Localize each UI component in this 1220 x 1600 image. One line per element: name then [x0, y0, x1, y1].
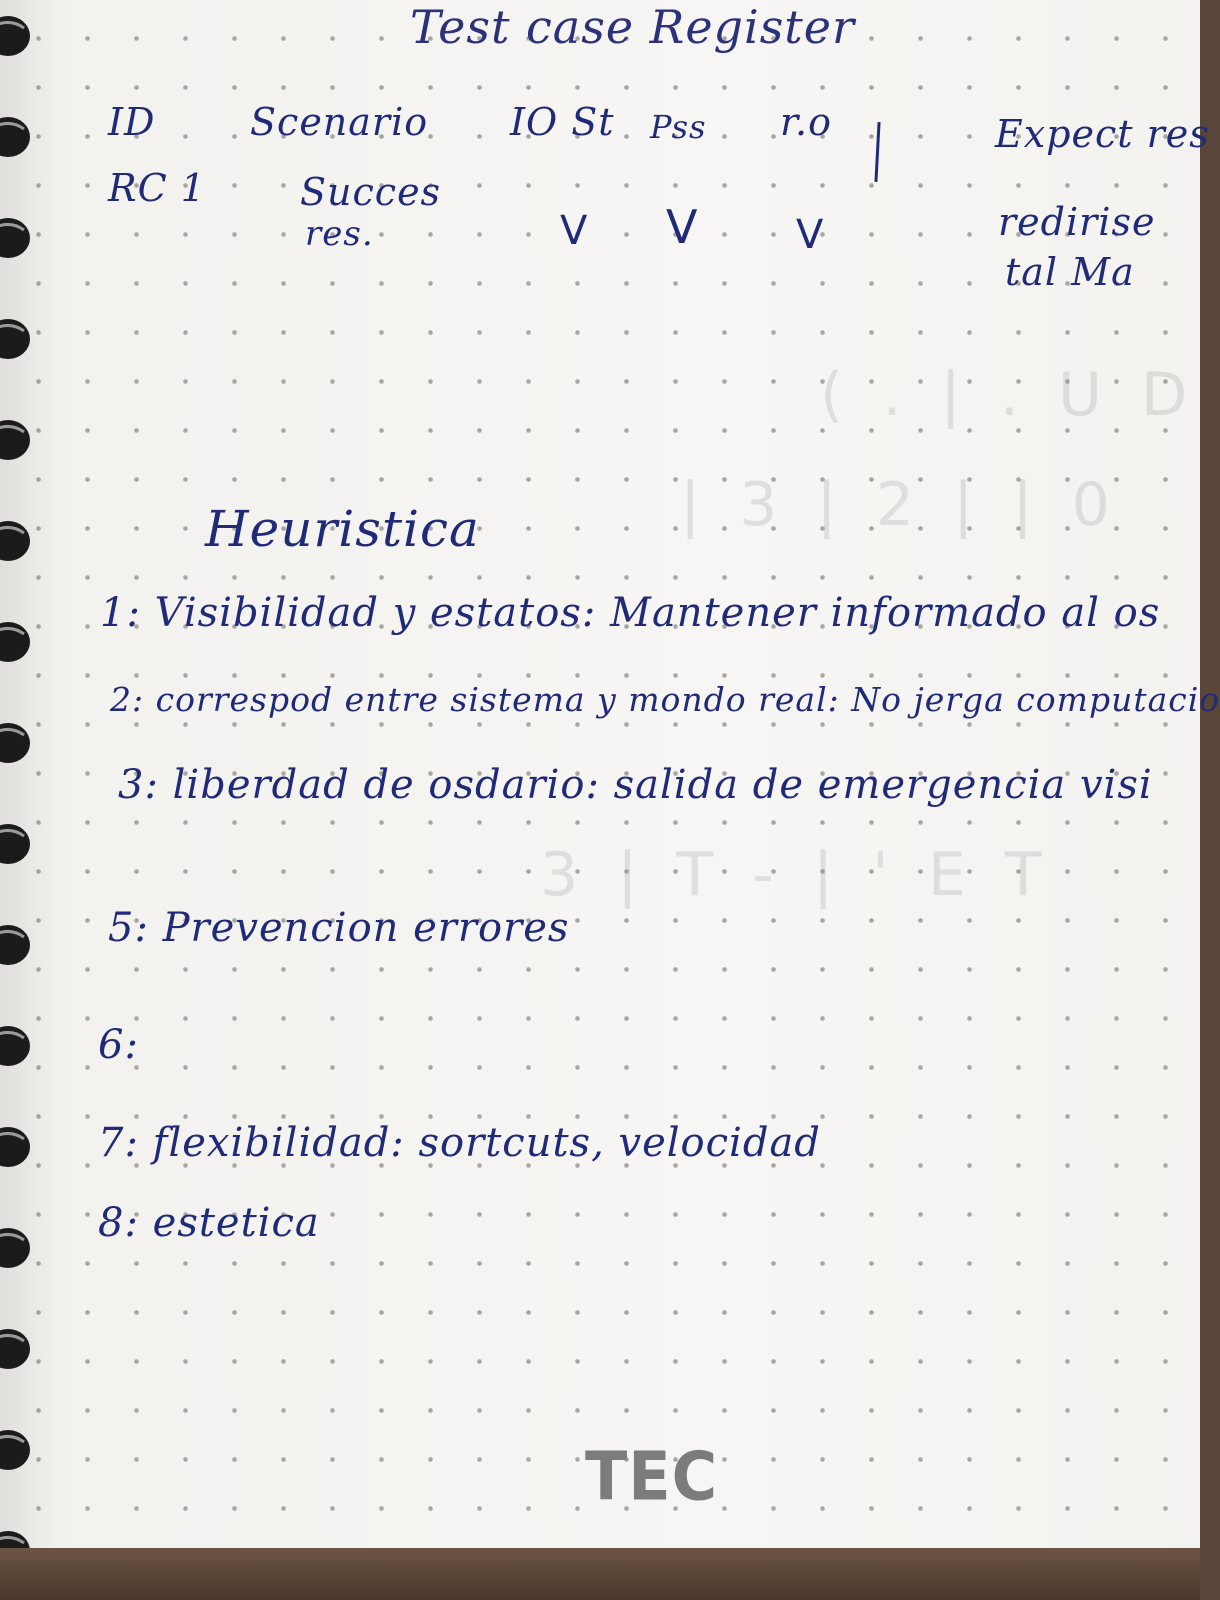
spiral-ring-icon: [0, 1329, 30, 1369]
spiral-ring-icon: [0, 117, 30, 157]
heuristic-item: 3: liberdad de osdario: salida de emerge…: [118, 762, 1153, 808]
spiral-ring-icon: [0, 16, 30, 56]
row-check-pss: V: [666, 200, 699, 254]
column-header-expected: Expect res: [995, 112, 1210, 156]
row-check-ro: V: [796, 212, 825, 258]
row-scenario-line1: Succes: [300, 170, 442, 214]
heuristic-item: 5: Prevencion errores: [108, 905, 570, 951]
spiral-ring-icon: [0, 1228, 30, 1268]
heuristic-item: 2: correspod entre sistema y mondo real:…: [110, 680, 1220, 719]
spiral-ring-icon: [0, 420, 30, 460]
row-expected-line1: redirise: [998, 200, 1156, 244]
spiral-ring-icon: [0, 1026, 30, 1066]
column-header-io-st: IO St: [510, 100, 615, 144]
spiral-ring-icon: [0, 723, 30, 763]
column-header-ro: r.o: [780, 100, 832, 144]
desk-surface: [0, 1548, 1200, 1600]
heuristic-item: 6:: [98, 1022, 139, 1068]
heuristic-item: 8: estetica: [98, 1200, 320, 1246]
brand-logo: TEC: [585, 1437, 719, 1516]
spiral-ring-icon: [0, 319, 30, 359]
heuristic-item: 7: flexibilidad: sortcuts, velocidad: [98, 1120, 821, 1166]
heuristic-item: 1: Visibilidad y estatos: Mantener infor…: [100, 590, 1161, 636]
column-header-id: ID: [108, 100, 156, 144]
spiral-ring-icon: [0, 824, 30, 864]
page-title: Test case Register: [410, 0, 856, 54]
vertical-stroke: [874, 121, 881, 183]
spiral-ring-icon: [0, 521, 30, 561]
bleed-through-mark: ( . | . U D: [820, 360, 1198, 430]
spiral-ring-icon: [0, 218, 30, 258]
spiral-ring-icon: [0, 925, 30, 965]
page-shadow: [0, 0, 60, 1552]
column-header-pss: Pss: [650, 108, 707, 146]
row-scenario-line2: res.: [305, 214, 374, 254]
column-header-scenario: Scenario: [250, 100, 429, 144]
section-heading: Heuristica: [205, 500, 480, 558]
row-id: RC 1: [108, 166, 206, 210]
bleed-through-mark: | 3 | 2 | | 0: [680, 470, 1120, 540]
spiral-ring-icon: [0, 1127, 30, 1167]
bleed-through-mark: 3 | T - | ' E T: [540, 840, 1052, 910]
spiral-ring-icon: [0, 1430, 30, 1470]
row-expected-line2: tal Ma: [1005, 250, 1135, 294]
spiral-ring-icon: [0, 622, 30, 662]
row-check-io-st: V: [560, 208, 589, 254]
